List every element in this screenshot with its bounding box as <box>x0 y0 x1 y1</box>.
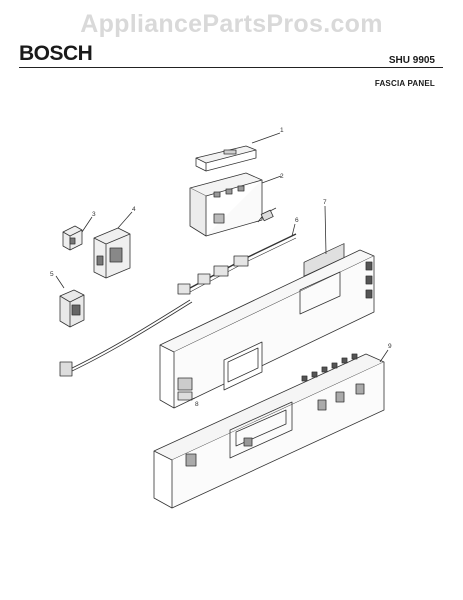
part-9-fascia-panel[interactable] <box>153 349 389 509</box>
part-3-clip[interactable] <box>62 216 93 251</box>
header-rule <box>19 67 443 68</box>
callout-9: 9 <box>388 343 392 350</box>
part-4-bracket[interactable] <box>93 211 133 279</box>
callout-5: 5 <box>50 271 54 278</box>
part-5-connector[interactable] <box>55 275 85 328</box>
part-7-fascia-frame[interactable] <box>159 205 375 409</box>
part-8-button[interactable] <box>177 377 196 401</box>
model-number: SHU 9905 <box>388 55 435 66</box>
brand-logo: BOSCH <box>19 42 93 65</box>
watermark: AppliancePartsPros.com <box>80 10 383 38</box>
callout-4: 4 <box>132 206 136 213</box>
section-title: FASCIA PANEL <box>374 79 435 88</box>
callout-3: 3 <box>92 211 96 218</box>
part-1-cover[interactable] <box>195 132 281 172</box>
part-2-control-module[interactable] <box>189 172 282 237</box>
callout-6: 6 <box>295 217 299 224</box>
callout-8: 8 <box>195 401 199 408</box>
callout-2: 2 <box>280 173 284 180</box>
callout-7: 7 <box>323 199 327 206</box>
callout-1: 1 <box>280 127 284 134</box>
part-6-wire-harness[interactable] <box>59 207 297 377</box>
